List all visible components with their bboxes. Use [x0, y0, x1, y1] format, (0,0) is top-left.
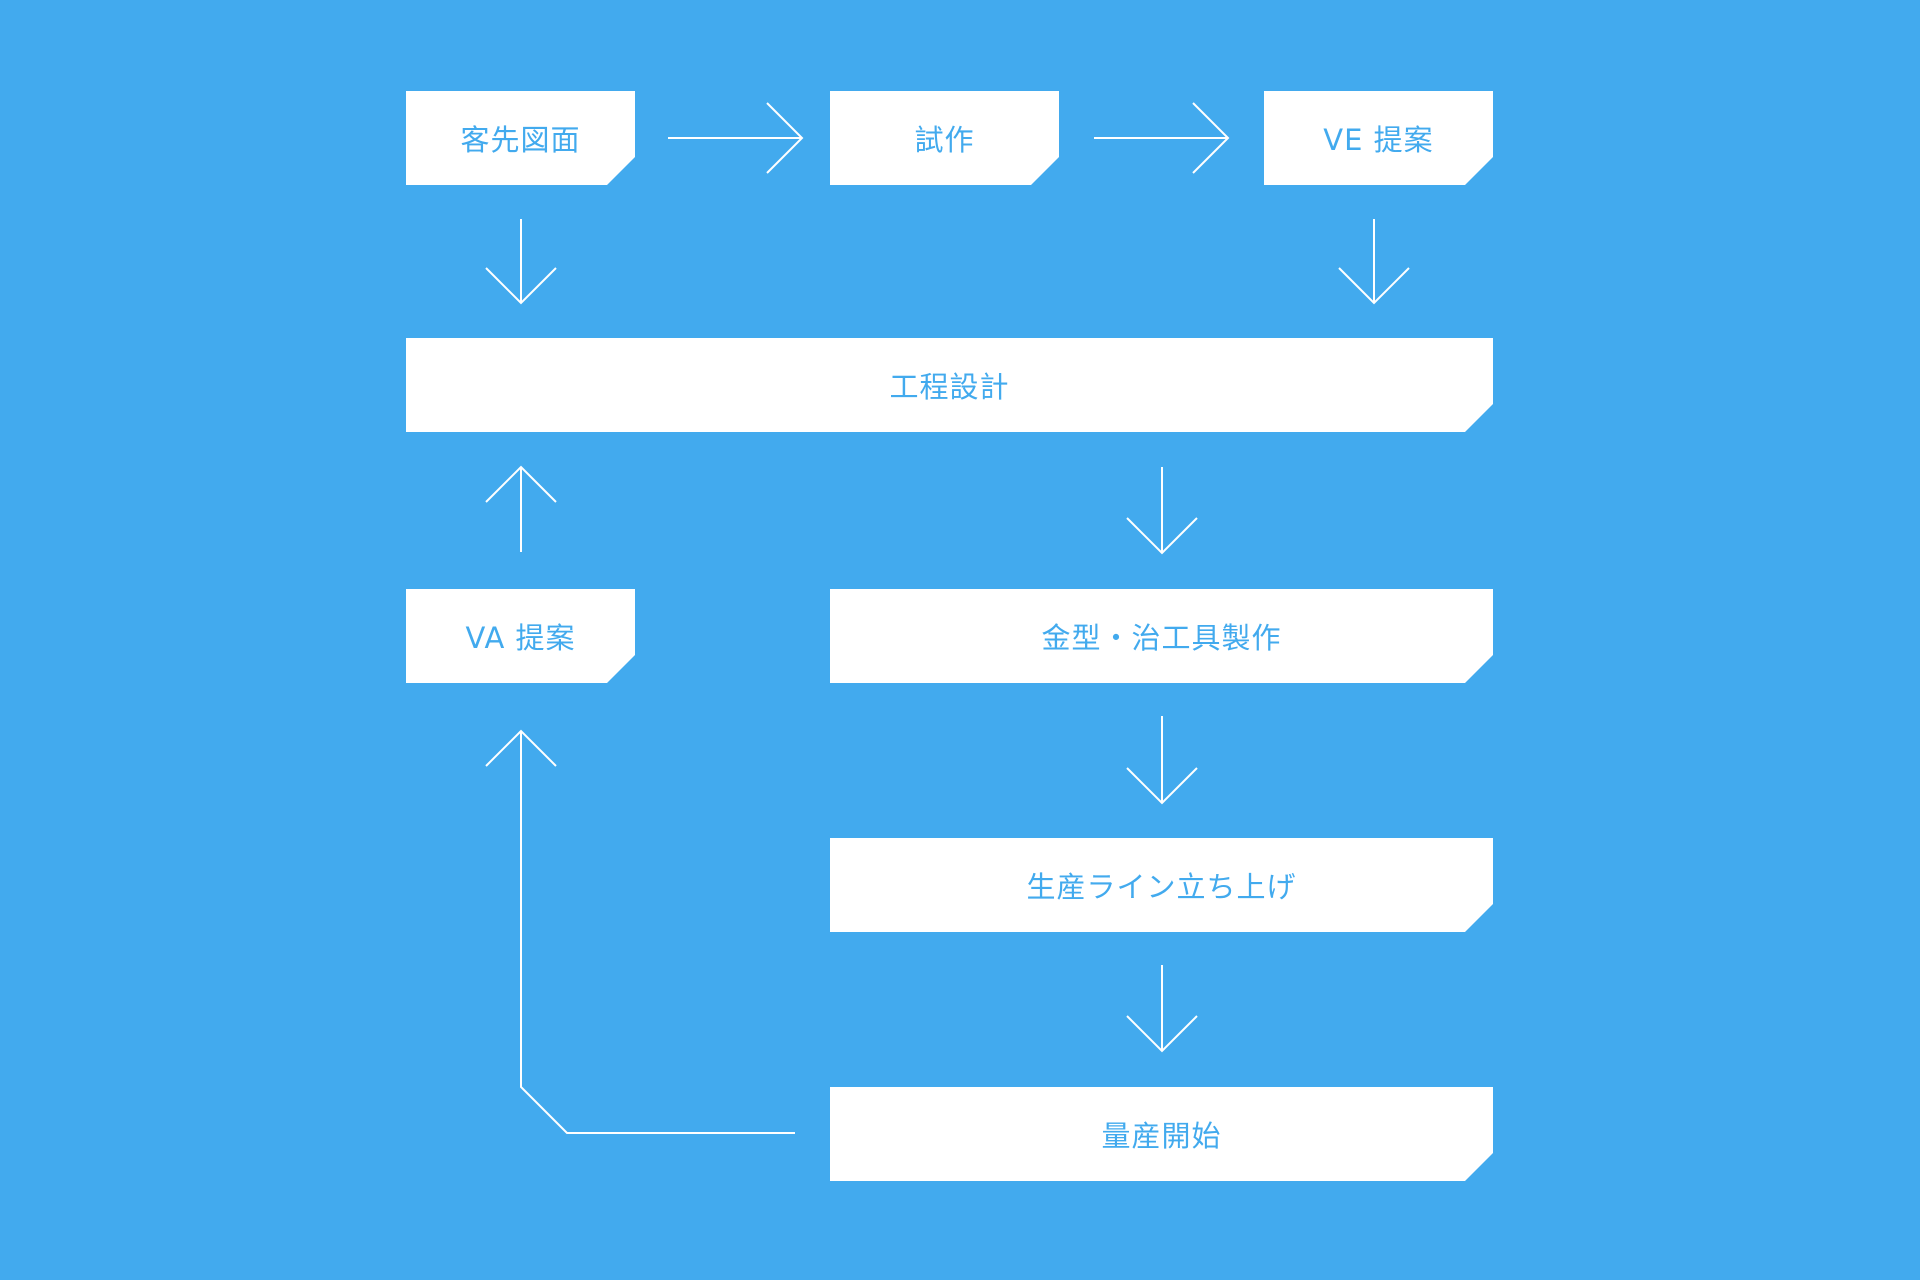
arrow-ryosan-to-va: [485, 729, 795, 1134]
node-label: 工程設計: [889, 370, 1010, 404]
node-va-proposal: VA 提案: [406, 589, 635, 683]
node-customer-drawing: 客先図面: [406, 91, 635, 185]
node-label: 客先図面: [460, 123, 581, 157]
arrow-kotei-to-kanagata: [1126, 467, 1198, 555]
node-label: VE 提案: [1323, 123, 1434, 157]
node-label: 試作: [914, 123, 975, 157]
node-ve-proposal: VE 提案: [1264, 91, 1493, 185]
node-mass-production-start: 量産開始: [830, 1087, 1493, 1181]
node-label: 量産開始: [1101, 1119, 1222, 1153]
arrow-line-to-ryosan: [1126, 965, 1198, 1053]
node-process-design: 工程設計: [406, 338, 1493, 432]
node-label: 金型・治工具製作: [1041, 621, 1282, 655]
arrow-shisaku-to-ve: [1094, 102, 1230, 174]
node-mold-jig-production: 金型・治工具製作: [830, 589, 1493, 683]
node-production-line-startup: 生産ライン立ち上げ: [830, 838, 1493, 932]
arrow-ve-to-kotei: [1338, 219, 1410, 305]
node-label: VA 提案: [465, 621, 576, 655]
arrow-va-to-kotei: [485, 465, 557, 552]
arrow-kanagata-to-line: [1126, 716, 1198, 805]
arrow-kyakusaki-to-shisaku: [668, 102, 804, 174]
node-label: 生産ライン立ち上げ: [1026, 870, 1297, 904]
arrow-kyakusaki-to-kotei: [485, 219, 557, 305]
node-prototype: 試作: [830, 91, 1059, 185]
